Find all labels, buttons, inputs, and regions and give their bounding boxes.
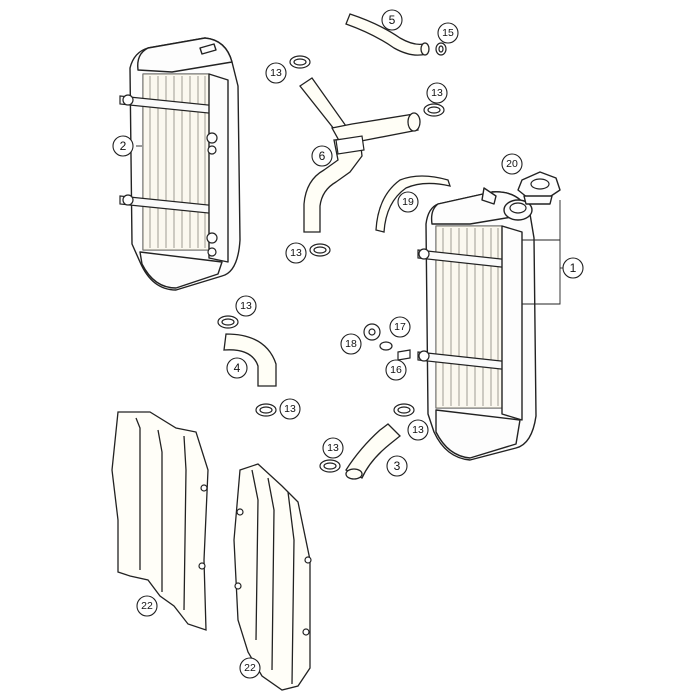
callout-2: 2 bbox=[112, 135, 134, 157]
svg-text:13: 13 bbox=[240, 300, 252, 312]
svg-text:15: 15 bbox=[442, 27, 454, 39]
svg-text:3: 3 bbox=[394, 459, 401, 473]
callout-6: 6 bbox=[311, 145, 333, 167]
callout-19: 19 bbox=[397, 191, 419, 213]
callout-18: 18 bbox=[340, 333, 362, 355]
svg-text:13: 13 bbox=[327, 442, 339, 454]
svg-text:13: 13 bbox=[290, 247, 302, 259]
svg-text:22: 22 bbox=[244, 662, 256, 674]
svg-text:5: 5 bbox=[389, 13, 396, 27]
svg-text:13: 13 bbox=[284, 403, 296, 415]
callout-20: 20 bbox=[501, 153, 523, 175]
radiator-cap bbox=[517, 171, 561, 205]
hose-clamps bbox=[217, 55, 445, 473]
callout-22-a: 22 bbox=[136, 595, 158, 617]
callout-17: 17 bbox=[389, 316, 411, 338]
svg-text:13: 13 bbox=[412, 424, 424, 436]
callout-13-g: 13 bbox=[322, 437, 344, 459]
right-radiator bbox=[417, 187, 537, 461]
leader-lines bbox=[136, 145, 564, 305]
callout-13-f: 13 bbox=[407, 419, 429, 441]
callout-3: 3 bbox=[386, 455, 408, 477]
svg-text:17: 17 bbox=[394, 321, 406, 333]
svg-text:13: 13 bbox=[431, 87, 443, 99]
svg-text:16: 16 bbox=[390, 364, 402, 376]
svg-text:2: 2 bbox=[120, 139, 127, 153]
callout-13-e: 13 bbox=[279, 398, 301, 420]
hose-5 bbox=[345, 13, 430, 56]
hose-3 bbox=[345, 423, 401, 480]
svg-text:4: 4 bbox=[234, 361, 241, 375]
svg-text:22: 22 bbox=[141, 600, 153, 612]
shroud-left bbox=[111, 411, 209, 631]
svg-text:19: 19 bbox=[402, 196, 414, 208]
svg-text:1: 1 bbox=[570, 261, 577, 275]
callout-4: 4 bbox=[226, 357, 248, 379]
svg-text:6: 6 bbox=[319, 149, 326, 163]
callout-5: 5 bbox=[381, 9, 403, 31]
hose-4 bbox=[223, 333, 277, 387]
clip-15 bbox=[435, 42, 447, 56]
callout-13-c: 13 bbox=[285, 242, 307, 264]
callout-15: 15 bbox=[437, 22, 459, 44]
callout-13-b: 13 bbox=[426, 82, 448, 104]
callout-13-a: 13 bbox=[265, 62, 287, 84]
svg-text:13: 13 bbox=[270, 67, 282, 79]
y-hose-6 bbox=[299, 77, 421, 233]
shroud-right bbox=[233, 463, 312, 691]
callout-16: 16 bbox=[385, 359, 407, 381]
svg-text:18: 18 bbox=[345, 338, 357, 350]
left-radiator bbox=[119, 37, 241, 291]
callout-1: 1 bbox=[562, 257, 584, 279]
callout-22-b: 22 bbox=[239, 657, 261, 679]
callout-13-d: 13 bbox=[235, 295, 257, 317]
hose-19 bbox=[375, 175, 451, 233]
svg-text:20: 20 bbox=[506, 158, 518, 170]
small-hardware bbox=[363, 323, 411, 361]
